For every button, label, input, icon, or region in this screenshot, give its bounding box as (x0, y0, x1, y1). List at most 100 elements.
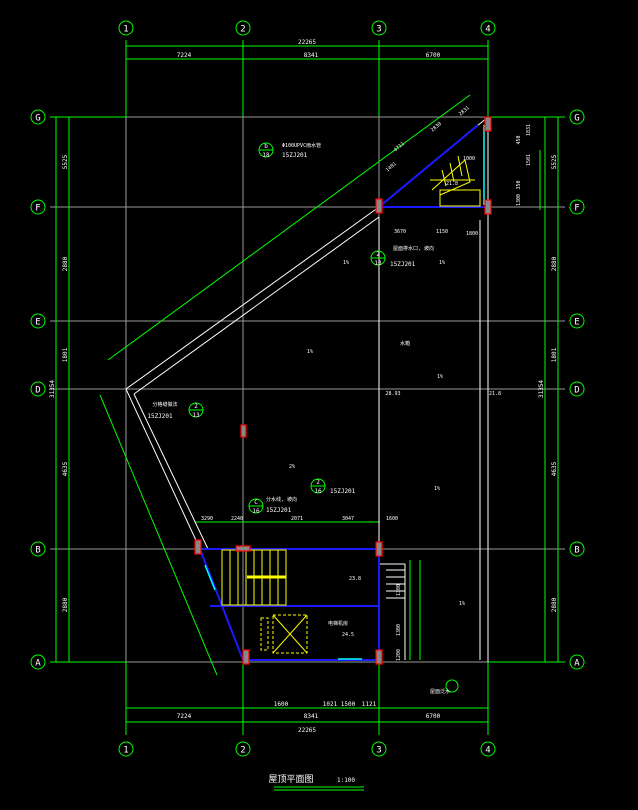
slope-label: 1% (307, 349, 313, 355)
dim-span-top: 8341 (304, 52, 319, 59)
grid-bubble-col-1-bottom-circle (118, 741, 134, 757)
drawing-title: 屋顶平面图 (268, 774, 313, 785)
grid-bubble-row-D-circle (30, 381, 46, 397)
ref-note: Φ100UPVC雨水管 (282, 142, 321, 149)
ref-top: 2 (194, 403, 198, 410)
grid-bubble-row-G-right: G (574, 114, 579, 124)
dim-span-left: 4635 (62, 461, 69, 476)
grid-bubble-col-4: 4 (485, 25, 490, 35)
grid-bubble-row-A-right-circle (569, 654, 585, 670)
dim-total-top: 22265 (298, 39, 316, 46)
grid-bubble-row-E-circle (30, 313, 46, 329)
elevation-label: 21.8 (446, 181, 458, 187)
grid-bubble-row-F-circle (30, 199, 46, 215)
grid-bubble-col-2: 2 (240, 25, 245, 35)
grid-bubble-row-E-right-circle (569, 313, 585, 329)
dim-stair-b: 2071 (291, 516, 303, 522)
dim-detail-right: 1831 (526, 124, 532, 136)
grid-bubble-col-1-bottom: 1 (123, 746, 128, 756)
grid-bubble-col-3: 3 (376, 25, 381, 35)
ref-top: 2 (316, 479, 320, 486)
elevation-label: 21.8 (489, 391, 501, 397)
dim-detail-right: 1501 (526, 154, 532, 166)
drawing-scale: 1:100 (337, 777, 355, 784)
dim-total-bottom: 22265 (298, 727, 316, 734)
grid-bubble-col-2-bottom-circle (235, 741, 251, 757)
slope-label: 1% (434, 486, 440, 492)
ref-note: 分格缝做法 (152, 401, 177, 408)
dim-span-top: 6700 (426, 52, 441, 59)
dim-span-left: 2880 (62, 256, 69, 271)
ref-top: C (254, 499, 258, 506)
dim-stair-top: 3670 (394, 229, 406, 235)
grid-bubble-row-G: G (35, 114, 40, 124)
dim-span-left: 2880 (62, 597, 69, 612)
ref-code: 15ZJ201 (266, 507, 292, 514)
dim-detail-bottom: 1021 (323, 701, 338, 708)
dim-detail-right: 1200 (396, 649, 402, 661)
dim-total-right: 31354 (538, 380, 545, 398)
dim-span-right: 2880 (551, 597, 558, 612)
dim-span-right: 1801 (551, 347, 558, 362)
elevation-label: 24.5 (342, 632, 354, 638)
dim-span-left: 1801 (62, 347, 69, 362)
grid-bubble-col-3-bottom-circle (371, 741, 387, 757)
grid-bubble-row-G-right-circle (569, 109, 585, 125)
grid-bubble-col-4-bottom: 4 (485, 746, 490, 756)
dim-span-right: 2880 (551, 256, 558, 271)
grid-bubble-row-B: B (35, 546, 40, 556)
grid-bubble-col-2-circle (235, 20, 251, 36)
grid-bubble-row-B-right-circle (569, 541, 585, 557)
dim-stair-top: 1150 (436, 229, 448, 235)
grid-bubble-row-A: A (35, 659, 41, 669)
dim-detail-right: 350 (516, 180, 522, 189)
dim-detail-bottom: 1600 (274, 701, 289, 708)
ref-code: 15ZJ201 (390, 261, 416, 268)
slope-label: 1% (439, 260, 445, 266)
room-label: 电梯机房 (328, 620, 348, 627)
ref-bottom: 13 (374, 260, 382, 267)
elevation-label: 23.8 (349, 576, 361, 582)
ref-bottom: 16 (252, 508, 260, 515)
dim-stair-top: 1800 (466, 231, 478, 237)
dim-detail-right: 1300 (396, 624, 402, 636)
grid-bubble-row-B-circle (30, 541, 46, 557)
dimension-lines (50, 40, 565, 735)
ref-code: 15ZJ201 (330, 488, 356, 495)
grid-bubble-row-F-right-circle (569, 199, 585, 215)
grid-bubble-row-B-right: B (574, 546, 579, 556)
grid-bubble-col-3-bottom: 3 (376, 746, 381, 756)
grid-bubble-col-4-circle (480, 20, 496, 36)
right-stair (386, 569, 405, 599)
ref-code: 15ZJ201 (147, 413, 173, 420)
grid-bubble-row-F: F (35, 204, 40, 214)
dim-detail-bottom: 1121 (362, 701, 377, 708)
grid-bubble-col-3-circle (371, 20, 387, 36)
grid-bubble-row-A-circle (30, 654, 46, 670)
ref-note: 分水线, 坡向 (266, 496, 297, 503)
stair-bottom (221, 549, 308, 654)
grid-bubble-col-2-bottom: 2 (240, 746, 245, 756)
dim-span-right: 4635 (551, 461, 558, 476)
dim-detail-right: 450 (516, 135, 522, 144)
ref-bottom: 18 (262, 152, 270, 159)
grid-bubble-row-E-right: E (574, 318, 579, 328)
dim-stair-b: 3047 (342, 516, 354, 522)
ref-top: b (264, 143, 268, 150)
grid-bubble-row-D-right: D (574, 386, 579, 396)
grid-bubble-col-4-bottom-circle (480, 741, 496, 757)
grid-bubble-row-D-right-circle (569, 381, 585, 397)
dim-total-left: 31354 (49, 380, 56, 398)
ref-code: 15ZJ201 (282, 152, 308, 159)
dim-span-bottom: 7224 (177, 713, 192, 720)
ref-bottom: 13 (192, 412, 200, 419)
dim-detail-right: 1300 (516, 194, 522, 206)
dim-stair-top: 1000 (463, 156, 475, 162)
slope-label: 1% (343, 260, 349, 266)
grid-bubble-col-1: 1 (123, 25, 128, 35)
dim-stair-top: 2831 (458, 105, 471, 117)
ref-note: 屋面排水口, 坡向 (393, 245, 434, 252)
dim-detail-right: 1300 (396, 584, 402, 596)
